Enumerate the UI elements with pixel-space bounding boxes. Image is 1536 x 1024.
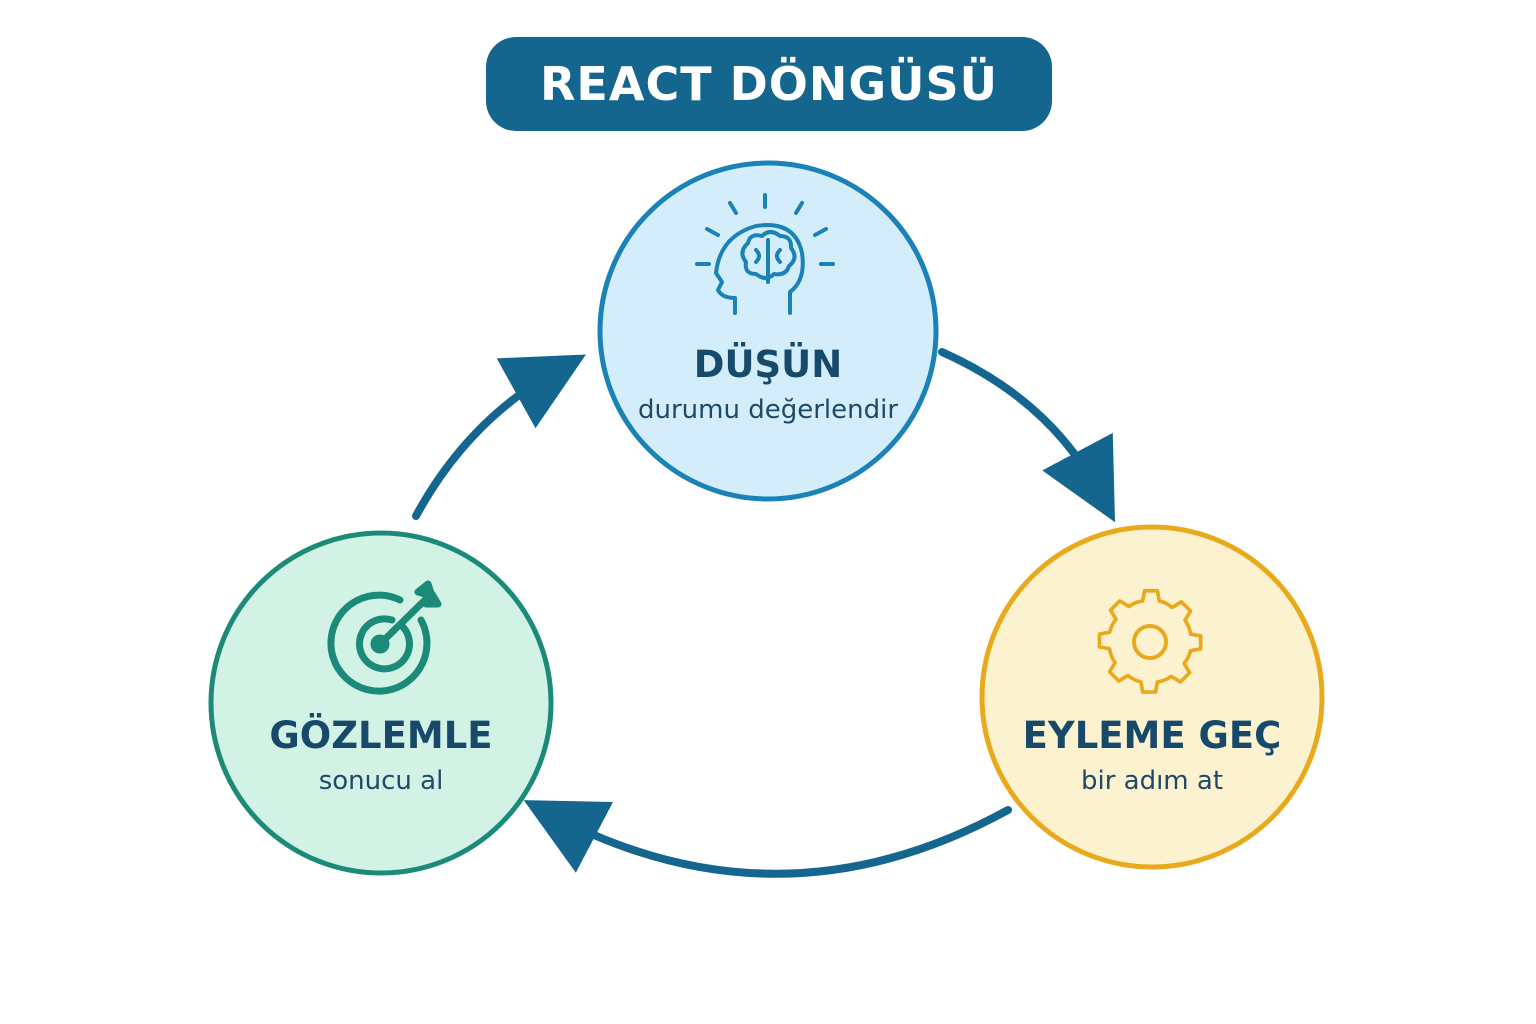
node-observe-subtitle: sonucu al — [318, 766, 444, 796]
arrow-think-to-act — [938, 348, 1116, 523]
node-act-label: EYLEME GEÇ bir adım at — [982, 714, 1322, 798]
arrow-observe-to-think — [412, 354, 586, 520]
node-think-circle — [597, 160, 939, 502]
arrow-act-to-observe — [523, 800, 1012, 878]
target-icon — [327, 580, 442, 695]
node-act-name: EYLEME GEÇ — [1022, 714, 1282, 757]
gear-icon — [1097, 588, 1203, 694]
node-observe-label: GÖZLEMLE sonucu al — [211, 714, 551, 798]
node-act-circle — [979, 524, 1325, 870]
node-observe-circle — [208, 530, 554, 876]
title-banner: REACT DÖNGÜSÜ — [486, 37, 1052, 131]
head-brain-icon — [695, 193, 835, 315]
diagram-title: REACT DÖNGÜSÜ — [540, 57, 998, 111]
node-observe-name: GÖZLEMLE — [269, 714, 493, 757]
node-act-subtitle: bir adım at — [1080, 766, 1224, 796]
node-think-label: DÜŞÜN durumu değerlendir — [598, 343, 938, 427]
node-think-name: DÜŞÜN — [693, 343, 843, 386]
node-think-subtitle: durumu değerlendir — [637, 395, 899, 425]
